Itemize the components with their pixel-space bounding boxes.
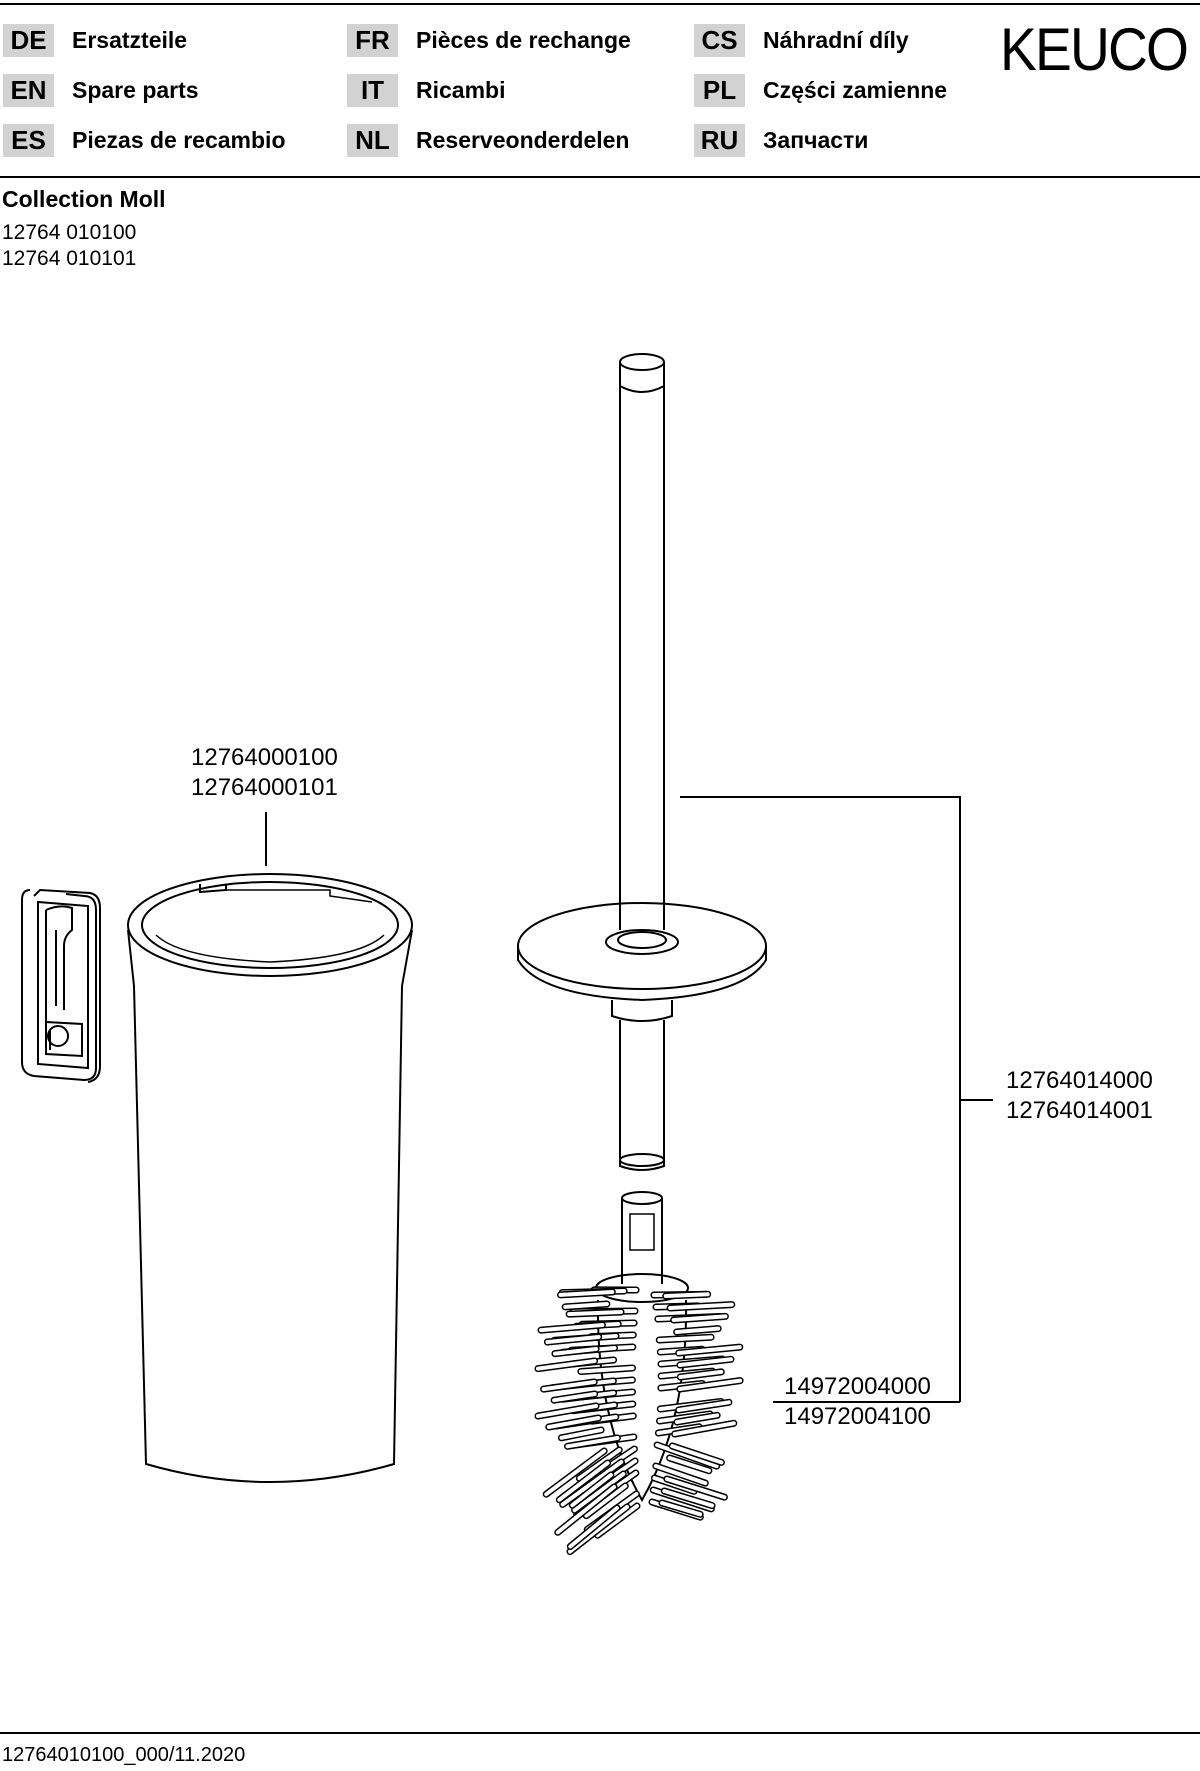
bristle-fill (668, 1302, 734, 1310)
lang-label: Pièces de rechange (416, 26, 631, 53)
bristle-fill (595, 1504, 639, 1538)
bristle-fill (677, 1378, 743, 1391)
bristle-fill (555, 1485, 617, 1535)
bristle-fill (655, 1443, 719, 1469)
article-number: 12764 010101 (2, 247, 137, 270)
bristle-fill (653, 1464, 708, 1486)
part-number: 14972004100 (784, 1403, 931, 1430)
bristle-fill (539, 1323, 605, 1333)
footer-rule (0, 1732, 1200, 1734)
part-number: 12764014000 (1006, 1067, 1153, 1094)
lang-row-ru: RU Запчасти (694, 122, 868, 158)
lang-code: RU (694, 123, 745, 157)
brush-head-drawing (534, 1191, 744, 1556)
lang-label: Ricambi (416, 76, 506, 103)
lang-row-de: DE Ersatzteile (3, 22, 187, 58)
article-number: 12764 010100 (2, 221, 137, 244)
bristle-fill (560, 1460, 624, 1507)
lang-label: Reserveonderdelen (416, 126, 630, 153)
lang-row-es: ES Piezas de recambio (3, 122, 286, 158)
lang-label: Náhradní díly (763, 26, 909, 53)
bristle-fill (675, 1413, 720, 1424)
lang-row-en: EN Spare parts (3, 72, 199, 108)
bristle-fill (541, 1380, 597, 1392)
bristle-fill (565, 1436, 620, 1449)
lang-row-it: IT Ricambi (347, 72, 505, 108)
bristle-fill (558, 1290, 615, 1297)
bristle-fill (676, 1400, 731, 1412)
header-rule (0, 176, 1200, 178)
lang-code: PL (694, 73, 745, 107)
bristle-fill (536, 1359, 597, 1371)
bristle-fill (568, 1506, 619, 1549)
lang-label: Spare parts (72, 76, 199, 103)
bristle-fill (584, 1484, 628, 1518)
lang-code: IT (347, 73, 398, 107)
part-number: 14972004000 (784, 1373, 931, 1400)
lang-code: EN (3, 73, 54, 107)
bristle-fill (567, 1310, 623, 1317)
part-number: 12764000101 (191, 774, 338, 801)
part-number-brush-head: 14972004000 14972004100 (784, 1372, 931, 1432)
lang-row-fr: FR Pièces de rechange (347, 22, 631, 58)
document-code: 12764010100_000/11.2020 (2, 1744, 246, 1766)
bristle-fill (572, 1472, 626, 1513)
lang-label: Części zamienne (763, 76, 948, 103)
bristle-fill (664, 1477, 727, 1500)
wall-bracket (21, 888, 101, 1083)
bristle-fill (676, 1345, 742, 1355)
lang-code: NL (347, 123, 398, 157)
bristle-fill (552, 1347, 599, 1356)
lang-label: Ersatzteile (72, 26, 188, 53)
bristle-fill (667, 1456, 711, 1473)
bristle-fill (570, 1473, 613, 1508)
bristle-fill (546, 1416, 601, 1429)
handle-drawing (517, 353, 767, 1171)
bristle-fill (536, 1404, 599, 1418)
collection-title: Collection Moll (2, 186, 166, 212)
part-number-handle: 12764014000 12764014001 (1006, 1066, 1153, 1126)
lang-row-pl: PL Części zamienne (694, 72, 947, 108)
bristle-fill (544, 1449, 607, 1497)
bristle-fill (557, 1461, 610, 1502)
bristle-fill (678, 1369, 724, 1379)
bristle-fill (577, 1448, 622, 1481)
part-number: 12764000100 (191, 744, 338, 771)
bristle-fill (657, 1335, 714, 1342)
lang-code: ES (3, 123, 54, 157)
lang-row-cs: CS Náhradní díly (694, 22, 909, 58)
bristle-fill (677, 1357, 733, 1367)
part-number-container: 12764000100 12764000101 (191, 743, 338, 803)
bristle-fill (674, 1326, 721, 1334)
bristle-fill (545, 1335, 601, 1344)
bristle-fill (552, 1392, 597, 1403)
brand-logo: KEUCO (1000, 16, 1189, 83)
lang-label: Запчасти (763, 126, 869, 153)
bristle-fill (663, 1292, 710, 1298)
part-number: 12764014001 (1006, 1097, 1153, 1124)
leader-handle (680, 796, 993, 1403)
bristle-fill (670, 1444, 724, 1465)
bristle-fill (671, 1314, 728, 1322)
lang-code: CS (694, 23, 745, 57)
lang-code: DE (3, 23, 54, 57)
lang-row-nl: NL Reserveonderdelen (347, 122, 629, 158)
bristle-fill (662, 1489, 715, 1508)
bristle-fill (578, 1366, 635, 1374)
bristle-fill (563, 1302, 609, 1309)
lang-code: FR (347, 23, 398, 57)
lang-label: Piezas de recambio (72, 126, 286, 153)
bristle-fill (660, 1501, 703, 1517)
bristle-fill (672, 1421, 736, 1436)
bristle-fill (568, 1505, 629, 1554)
container-drawing (127, 873, 413, 1483)
bristle-fill (559, 1428, 604, 1440)
top-rule (0, 3, 1200, 5)
